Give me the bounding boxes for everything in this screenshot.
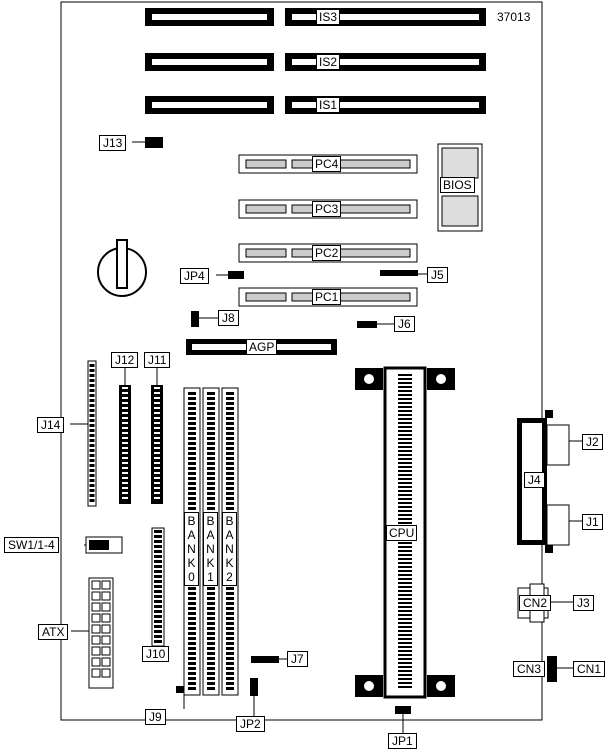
agp-label: AGP [246,339,278,355]
j10-label: J10 [142,646,170,662]
j5-label: J5 [427,267,448,283]
bios-label: BIOS [440,177,475,193]
j12-label: J12 [111,352,139,368]
is1-label: IS1 [316,97,341,113]
cn1-label: CN1 [573,661,606,677]
battery [97,239,147,297]
j7-label: J7 [287,651,308,667]
bank2-label: BANK2 [222,512,237,586]
j2-label: J2 [582,434,603,450]
j11-label: J11 [144,352,171,368]
j13-label: J13 [99,135,127,151]
board-outline [60,1,543,721]
cn3-label: CN3 [513,661,546,677]
bank0-label: BANK0 [184,512,199,586]
j1-label: J1 [582,514,603,530]
diagram-id: 37013 [497,10,531,24]
j12-j11-headers [119,385,163,504]
j10-header [151,527,165,647]
is3-label: IS3 [316,9,341,25]
j9-label: J9 [145,709,166,725]
pc2-label: PC2 [312,245,342,261]
pc1-label: PC1 [312,289,342,305]
isa-slots [145,8,486,114]
atx-connector [88,577,114,689]
pc4-label: PC4 [312,156,342,172]
sw1-label: SW1/1-4 [4,537,59,553]
sw1-switch [85,536,123,554]
jp1-label: JP1 [388,733,417,749]
j4-label: J4 [524,472,545,488]
j14-label: J14 [37,417,65,433]
cpu-label: CPU [386,525,418,541]
j3-label: J3 [573,595,594,611]
j8-label: J8 [218,310,239,326]
j6-label: J6 [394,316,415,332]
is2-label: IS2 [316,54,341,70]
jp2-label: JP2 [236,716,265,732]
cn2-label: CN2 [519,595,552,611]
j14-header [87,360,97,507]
pc3-label: PC3 [312,201,342,217]
jp4-label: JP4 [180,268,209,284]
bank1-label: BANK1 [203,512,218,586]
atx-label: ATX [38,624,69,640]
